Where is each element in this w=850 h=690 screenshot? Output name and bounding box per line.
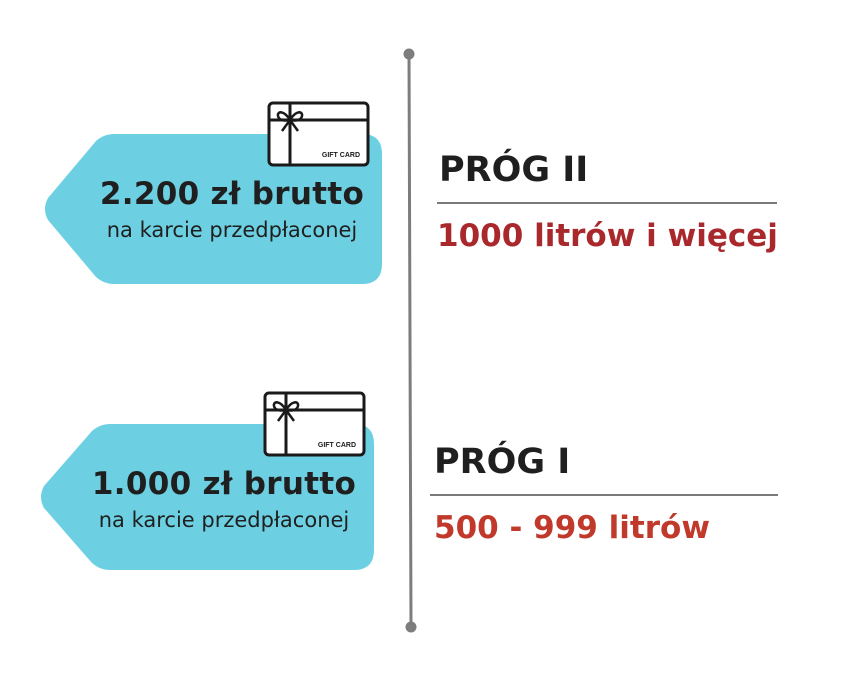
timeline-line	[407, 53, 413, 628]
tier-divider	[437, 202, 777, 204]
gift-card-label: GIFT CARD	[322, 152, 360, 159]
reward-description: na karcie przedpłaconej	[98, 508, 350, 532]
reward-amount: 1.000 zł brutto	[91, 466, 357, 502]
gift-card-label: GIFT CARD	[318, 442, 356, 449]
gift-card-icon: GIFT CARD	[263, 391, 367, 457]
reward-tag-shape	[45, 134, 382, 284]
tier-title: PRÓG II	[439, 150, 589, 190]
reward-tag-tier-1: 1.000 zł brutto na karcie przedpłaconej	[38, 424, 376, 572]
tier-divider	[430, 494, 778, 496]
reward-tag-tier-2: 2.200 zł brutto na karcie przedpłaconej	[42, 134, 384, 286]
tier-title: PRÓG I	[434, 442, 571, 482]
tier-value: 500 - 999 litrów	[434, 510, 710, 546]
tier-value: 1000 litrów i więcej	[437, 218, 778, 254]
timeline-top-dot	[403, 48, 415, 60]
reward-amount: 2.200 zł brutto	[99, 176, 365, 212]
reward-tag-shape	[41, 424, 374, 570]
tier-2: PRÓG II 1000 litrów i więcej	[437, 150, 779, 254]
reward-description: na karcie przedpłaconej	[106, 218, 358, 242]
tier-1: PRÓG I 500 - 999 litrów	[430, 442, 780, 546]
gift-card-icon: GIFT CARD	[267, 101, 371, 167]
timeline-bottom-dot	[405, 621, 417, 633]
